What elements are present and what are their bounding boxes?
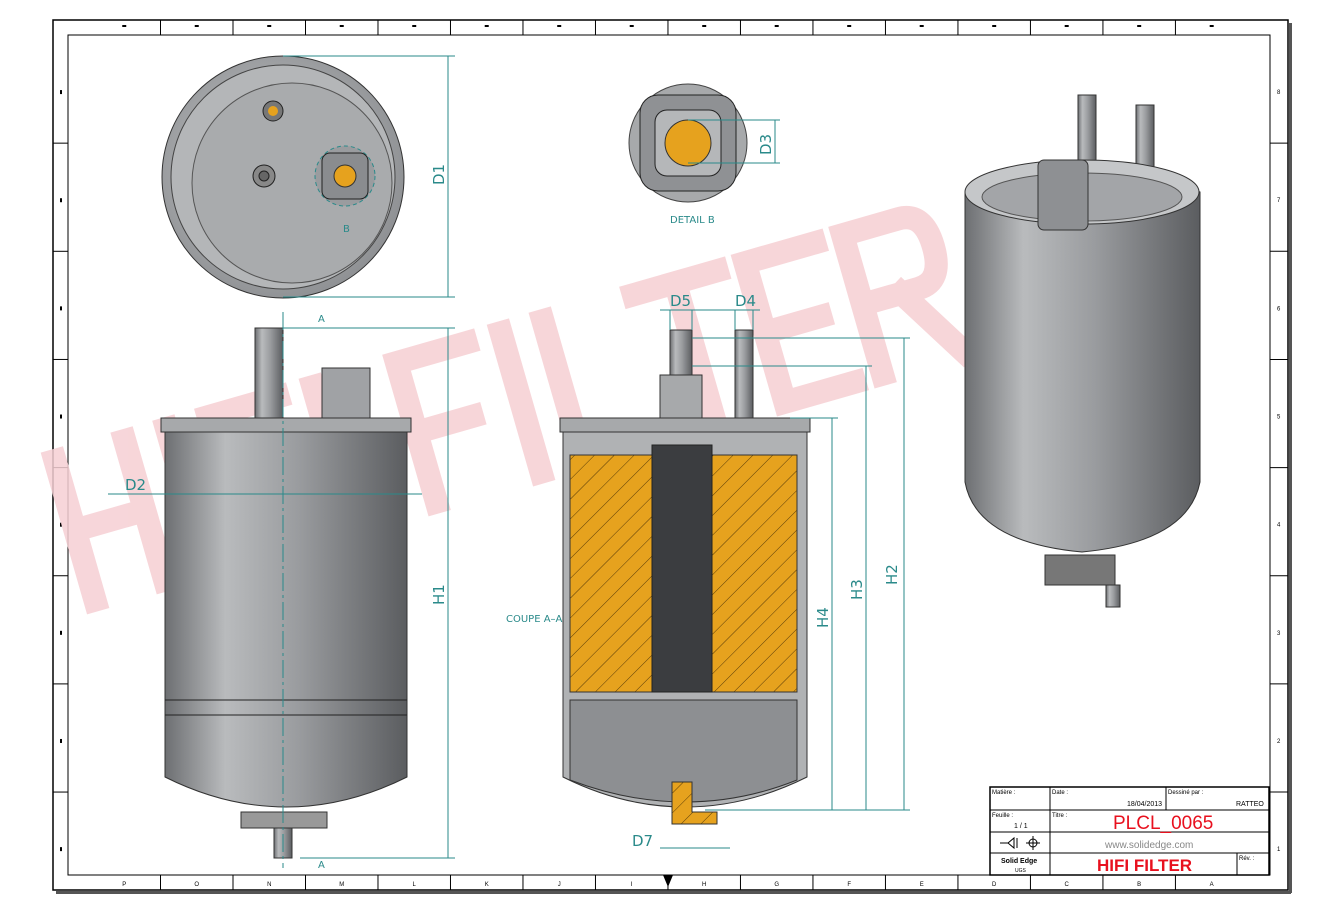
title-block: Matière : Date : 18/04/2013 Dessiné par … xyxy=(989,786,1270,876)
svg-text:Feuille :: Feuille : xyxy=(992,813,1013,819)
dimension-h1: H1 xyxy=(430,584,448,605)
column-label: N xyxy=(267,882,271,888)
row-label: 5 xyxy=(1277,415,1281,421)
svg-text:Dessiné par :: Dessiné par : xyxy=(1168,790,1204,796)
isometric-view xyxy=(964,94,1201,608)
dimension-h4: H4 xyxy=(814,607,832,628)
grid-marks: P O N M L K J I H G F E D C B A 8 7 6 5 4 3 2 1 xyxy=(53,20,1288,890)
column-label: H xyxy=(702,882,706,888)
dimension-d4: D4 xyxy=(735,292,756,310)
detail-b-title: DETAIL B xyxy=(670,215,715,226)
svg-text:A: A xyxy=(318,860,325,871)
column-label: F xyxy=(847,882,851,888)
dimension-d2: D2 xyxy=(125,476,146,494)
dimension-h2: H2 xyxy=(883,564,901,585)
column-label: E xyxy=(920,882,924,888)
dimension-h3: H3 xyxy=(848,579,866,600)
column-label: B xyxy=(1137,882,1141,888)
drawing-title: PLCL_0065 xyxy=(1113,813,1213,834)
front-view: A A D2 H1 xyxy=(108,312,455,871)
svg-text:18/04/2013: 18/04/2013 xyxy=(1127,801,1162,808)
row-label: 2 xyxy=(1277,739,1281,745)
detail-marker-b: B xyxy=(343,224,350,235)
column-label: C xyxy=(1065,882,1070,888)
svg-text:A: A xyxy=(318,314,325,325)
dimension-d1: D1 xyxy=(283,55,455,298)
section-view: COUPE A–A D5 D4 D7 H2 H3 H4 xyxy=(506,292,910,850)
column-label: G xyxy=(774,882,779,888)
column-label: I xyxy=(631,882,633,888)
column-label: O xyxy=(194,882,199,888)
svg-text:Rév. :: Rév. : xyxy=(1239,856,1255,862)
svg-text:Solid Edge: Solid Edge xyxy=(1001,858,1037,865)
projection-symbol-icon xyxy=(1000,836,1040,850)
svg-text:Titre :: Titre : xyxy=(1052,813,1067,819)
column-label: D xyxy=(992,882,997,888)
column-label: A xyxy=(1210,882,1214,888)
svg-text:www.solidedge.com: www.solidedge.com xyxy=(1104,840,1193,851)
row-label: 6 xyxy=(1277,306,1281,312)
dimension-d7: D7 xyxy=(632,832,653,850)
svg-text:Matière :: Matière : xyxy=(992,790,1016,796)
svg-text:RATTEO: RATTEO xyxy=(1236,801,1264,808)
top-view: B xyxy=(161,55,405,299)
svg-text:Date :: Date : xyxy=(1052,790,1068,796)
svg-text:1 / 1: 1 / 1 xyxy=(1014,823,1028,830)
column-label: P xyxy=(122,882,126,888)
row-label: 3 xyxy=(1277,631,1281,637)
company-name: HIFI FILTER xyxy=(1097,856,1192,875)
row-label: 7 xyxy=(1277,198,1281,204)
dimension-d3: D3 xyxy=(757,134,775,155)
dimension-d5: D5 xyxy=(670,292,691,310)
detail-b-view: DETAIL B D3 xyxy=(628,83,780,226)
column-label: J xyxy=(558,882,561,888)
section-title: COUPE A–A xyxy=(506,614,563,625)
row-label: 8 xyxy=(1277,90,1281,96)
column-label: M xyxy=(339,882,344,888)
row-label: 1 xyxy=(1277,847,1281,853)
svg-text:D1: D1 xyxy=(430,164,448,185)
row-label: 4 xyxy=(1277,523,1281,529)
svg-text:UGS: UGS xyxy=(1015,868,1027,874)
column-label: L xyxy=(413,882,417,888)
column-label: K xyxy=(485,882,489,888)
center-arrow-icon xyxy=(663,875,673,887)
